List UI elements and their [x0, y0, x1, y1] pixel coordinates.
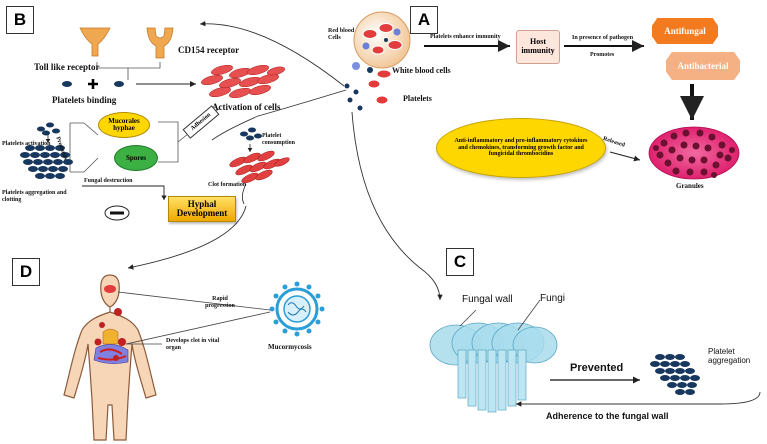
inhibit-minus-icon	[104, 205, 130, 221]
blood-cells-circle	[353, 11, 411, 69]
antifungal-box: Antifungal	[652, 18, 718, 44]
adherence-label: Adherence to the fungal wall	[546, 411, 669, 421]
platelets-binding-label: Platelets binding	[52, 95, 117, 105]
hyphal-development-box: Hyphal Development	[168, 196, 236, 222]
spores-label: Spores	[125, 154, 147, 162]
activation-of-cells-label: Activation of cells	[212, 102, 281, 112]
platelets-aggregation-label: Platelets aggregation and clotting	[2, 190, 67, 203]
red-blood-cells-label: Red blood Cells	[328, 28, 355, 41]
cd154-receptor-label: CD154 receptor	[178, 45, 240, 55]
platelets-enhance-immunity-label: Platelets enhance immunity	[430, 34, 501, 40]
panel-c-label: C	[446, 248, 474, 276]
line-fungal-wall	[459, 309, 477, 327]
promotes-a-label: Promotes	[590, 52, 615, 58]
white-blood-cells-label: White blood cells	[392, 66, 451, 75]
toll-like-receptor-icon	[79, 27, 111, 57]
platelet-aggregation-cluster	[20, 145, 73, 179]
platelet-consumption-label: Platelet consumption	[262, 133, 296, 146]
rapid-progression-label: Rapid progression	[205, 296, 235, 309]
receptor-bracket	[96, 62, 161, 80]
cytokines-ellipse: Anti-inflammatory and pro-inflammatory c…	[436, 118, 606, 178]
mucorales-hyphae-node: Mucorales hyphae	[98, 112, 150, 138]
activation-bracket	[69, 122, 84, 173]
fungal-wall-label: Fungal wall	[462, 294, 513, 305]
arrow-a-to-c	[351, 111, 443, 301]
arrow-a-to-b	[199, 20, 345, 87]
activated-cells-icon	[201, 64, 285, 99]
granules-label: Granules	[676, 182, 704, 190]
platelet-aggregation-c-label: Platelet aggregation	[708, 347, 751, 365]
arrow-fungal-destruction	[82, 185, 167, 200]
panel-b-label: B	[6, 6, 34, 34]
fungi-label: Fungi	[540, 293, 566, 304]
mucormycosis-label: Mucormycosis	[268, 343, 312, 351]
cytokines-label: Anti-inflammatory and pro-inflammatory c…	[454, 138, 588, 158]
presence-of-pathogen-label: In presence of pathogen	[572, 35, 634, 41]
scattered-blood-cells	[344, 62, 392, 111]
host-immunity-box: Host immunity	[516, 30, 560, 64]
line-fungi	[517, 299, 541, 331]
cd154-receptor-icon	[146, 27, 174, 59]
spores-node: Spores	[114, 145, 158, 171]
platelets-activation-label: Platelets activation	[2, 141, 51, 147]
mucormycosis-spore-icon	[269, 281, 325, 337]
arrow-b-to-d	[127, 205, 247, 270]
prevented-label: Prevented	[570, 362, 624, 374]
panel-d-label: D	[12, 258, 40, 286]
develops-clot-label: Develops clot in vital organ	[166, 338, 220, 351]
line-rapid-progression	[117, 291, 271, 311]
fungal-destruction-label: Fungal destruction	[84, 178, 133, 184]
mucorales-hyphae-label: Mucorales hyphae	[108, 117, 140, 132]
granules-icon	[648, 126, 740, 180]
panel-a-label: A	[410, 6, 438, 34]
clot-formation-label: Clot formation	[208, 182, 247, 188]
platelet-aggregation-c-cluster	[650, 354, 700, 395]
toll-like-receptor-label: Toll like receptor	[34, 62, 100, 72]
platelet-activation-cluster	[37, 122, 60, 136]
arrow-adherence	[516, 391, 761, 407]
internal-organs	[93, 285, 129, 364]
arrow-released	[609, 151, 641, 162]
fungal-cells-illustration	[429, 322, 558, 413]
clot-formation-cells	[229, 150, 290, 184]
platelets-label: Platelets	[403, 94, 432, 103]
platelet-consumption-cluster	[240, 127, 262, 141]
platelets-binding-icon	[62, 79, 124, 89]
antibacterial-box: Antibacterial	[666, 52, 740, 80]
